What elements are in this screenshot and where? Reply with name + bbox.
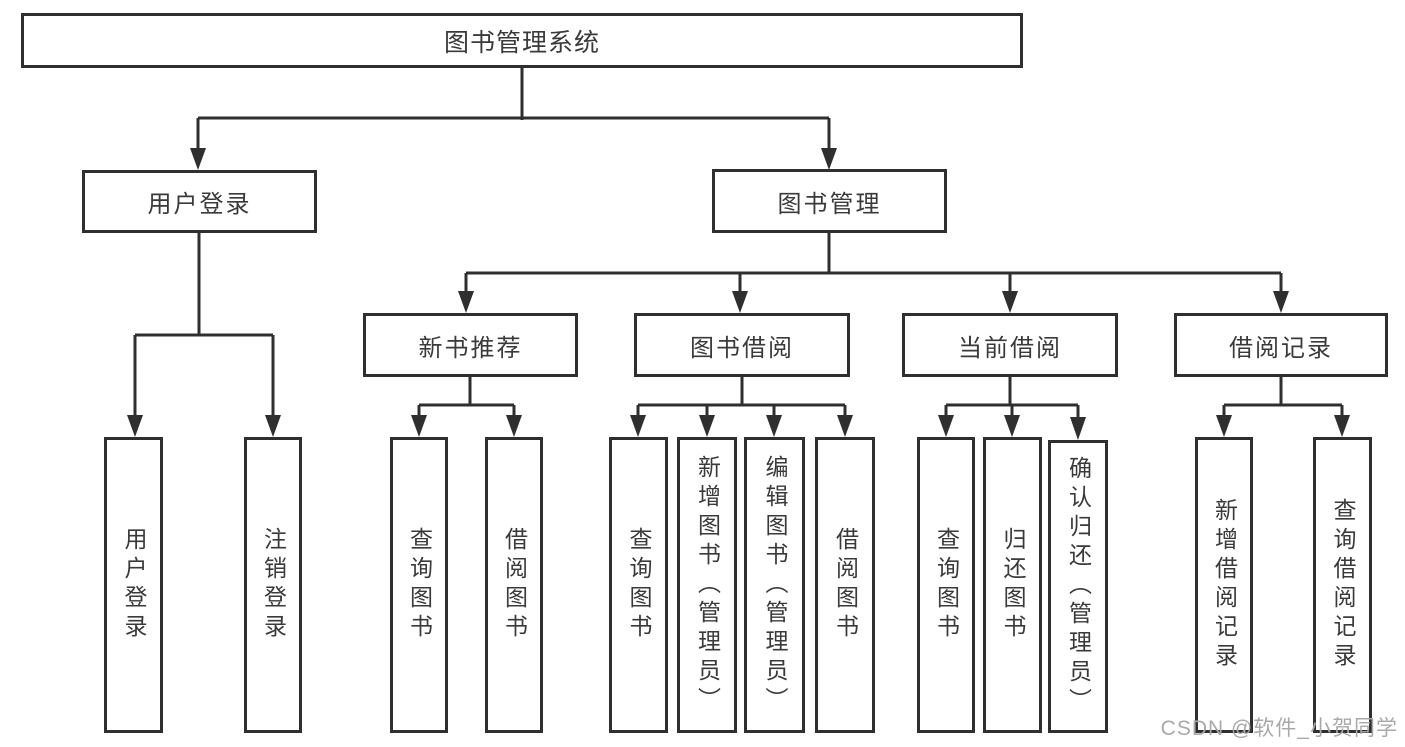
node-root-label: 图书管理系统	[443, 28, 600, 57]
leaf-newrec-borrow-books: 借阅图书	[485, 437, 543, 733]
leaf-return-books: 归还图书	[983, 437, 1042, 733]
leaf-current-query-books-label: 查询图书	[933, 527, 960, 643]
leaf-logout: 注销登录	[244, 437, 302, 733]
leaf-add-books-admin: 新增图书（管理员）	[677, 437, 737, 733]
arrow-icon	[766, 415, 782, 437]
leaf-borrow-books: 借阅图书	[815, 437, 875, 733]
node-book-borrow: 图书借阅	[634, 313, 850, 377]
leaf-current-query-books: 查询图书	[917, 437, 975, 733]
arrow-icon	[1216, 415, 1232, 437]
csdn-watermark: CSDN @软件_小贺同学	[1160, 717, 1398, 740]
arrow-icon	[1002, 291, 1018, 313]
connector-book-mgmt	[464, 233, 1283, 294]
connector-book-borrow	[636, 377, 847, 418]
arrow-icon	[1334, 415, 1350, 437]
node-current-borrow-label: 当前借阅	[958, 334, 1062, 362]
arrow-icon	[458, 291, 474, 313]
leaf-borrow-query-books-label: 查询图书	[626, 527, 652, 643]
arrow-icon	[190, 148, 206, 170]
leaf-edit-books-admin-label: 编辑图书（管理员）	[762, 454, 788, 716]
node-new-book-rec-label: 新书推荐	[418, 334, 523, 362]
arrow-icon	[699, 415, 715, 437]
arrow-icon	[1273, 291, 1289, 313]
leaf-logout-label: 注销登录	[260, 527, 287, 643]
node-borrow-records-label: 借阅记录	[1229, 334, 1333, 362]
node-book-mgmt: 图书管理	[712, 169, 947, 233]
arrow-icon	[837, 415, 853, 437]
arrow-icon	[127, 415, 143, 437]
arrow-icon	[506, 415, 522, 437]
arrow-icon	[732, 291, 748, 313]
arrow-icon	[938, 415, 954, 437]
leaf-confirm-return-admin-label: 确认归还（管理员）	[1065, 456, 1092, 717]
connector-root	[196, 68, 831, 150]
leaf-borrow-query-books: 查询图书	[609, 437, 668, 733]
connector-current-borrow	[944, 377, 1080, 420]
arrow-icon	[265, 415, 281, 437]
leaf-add-books-admin-label: 新增图书（管理员）	[694, 454, 721, 716]
leaf-return-books-label: 归还图书	[1000, 527, 1026, 643]
node-user-login-label: 用户登录	[147, 191, 252, 218]
connector-new-book	[417, 377, 516, 418]
node-book-borrow-label: 图书借阅	[690, 334, 794, 362]
node-current-borrow: 当前借阅	[902, 313, 1118, 377]
arrow-icon	[1070, 417, 1086, 440]
arrow-icon	[1004, 415, 1020, 437]
connector-borrow-records	[1222, 377, 1344, 418]
arrowheads	[127, 148, 1350, 440]
leaf-edit-books-admin: 编辑图书（管理员）	[744, 437, 805, 733]
leaf-user-login-label: 用户登录	[121, 527, 147, 643]
leaf-borrow-books-label: 借阅图书	[832, 527, 859, 643]
arrow-icon	[821, 148, 837, 170]
leaf-newrec-query-books: 查询图书	[390, 437, 448, 733]
leaf-confirm-return-admin: 确认归还（管理员）	[1048, 440, 1108, 733]
node-borrow-records: 借阅记录	[1174, 313, 1388, 377]
connector-user-login	[133, 233, 275, 418]
node-new-book-rec: 新书推荐	[363, 313, 578, 377]
leaf-query-borrow-record: 查询借阅记录	[1313, 437, 1372, 733]
node-root: 图书管理系统	[21, 13, 1023, 68]
node-book-mgmt-label: 图书管理	[777, 190, 882, 218]
arrow-icon	[630, 415, 646, 437]
leaf-query-borrow-record-label: 查询借阅记录	[1330, 498, 1356, 672]
leaf-user-login: 用户登录	[104, 437, 163, 733]
leaf-add-borrow-record-label: 新增借阅记录	[1211, 498, 1238, 672]
leaf-newrec-query-books-label: 查询图书	[406, 527, 433, 643]
node-user-login: 用户登录	[82, 170, 317, 233]
leaf-add-borrow-record: 新增借阅记录	[1195, 437, 1253, 733]
leaf-newrec-borrow-books-label: 借阅图书	[501, 527, 528, 643]
arrow-icon	[411, 415, 427, 437]
